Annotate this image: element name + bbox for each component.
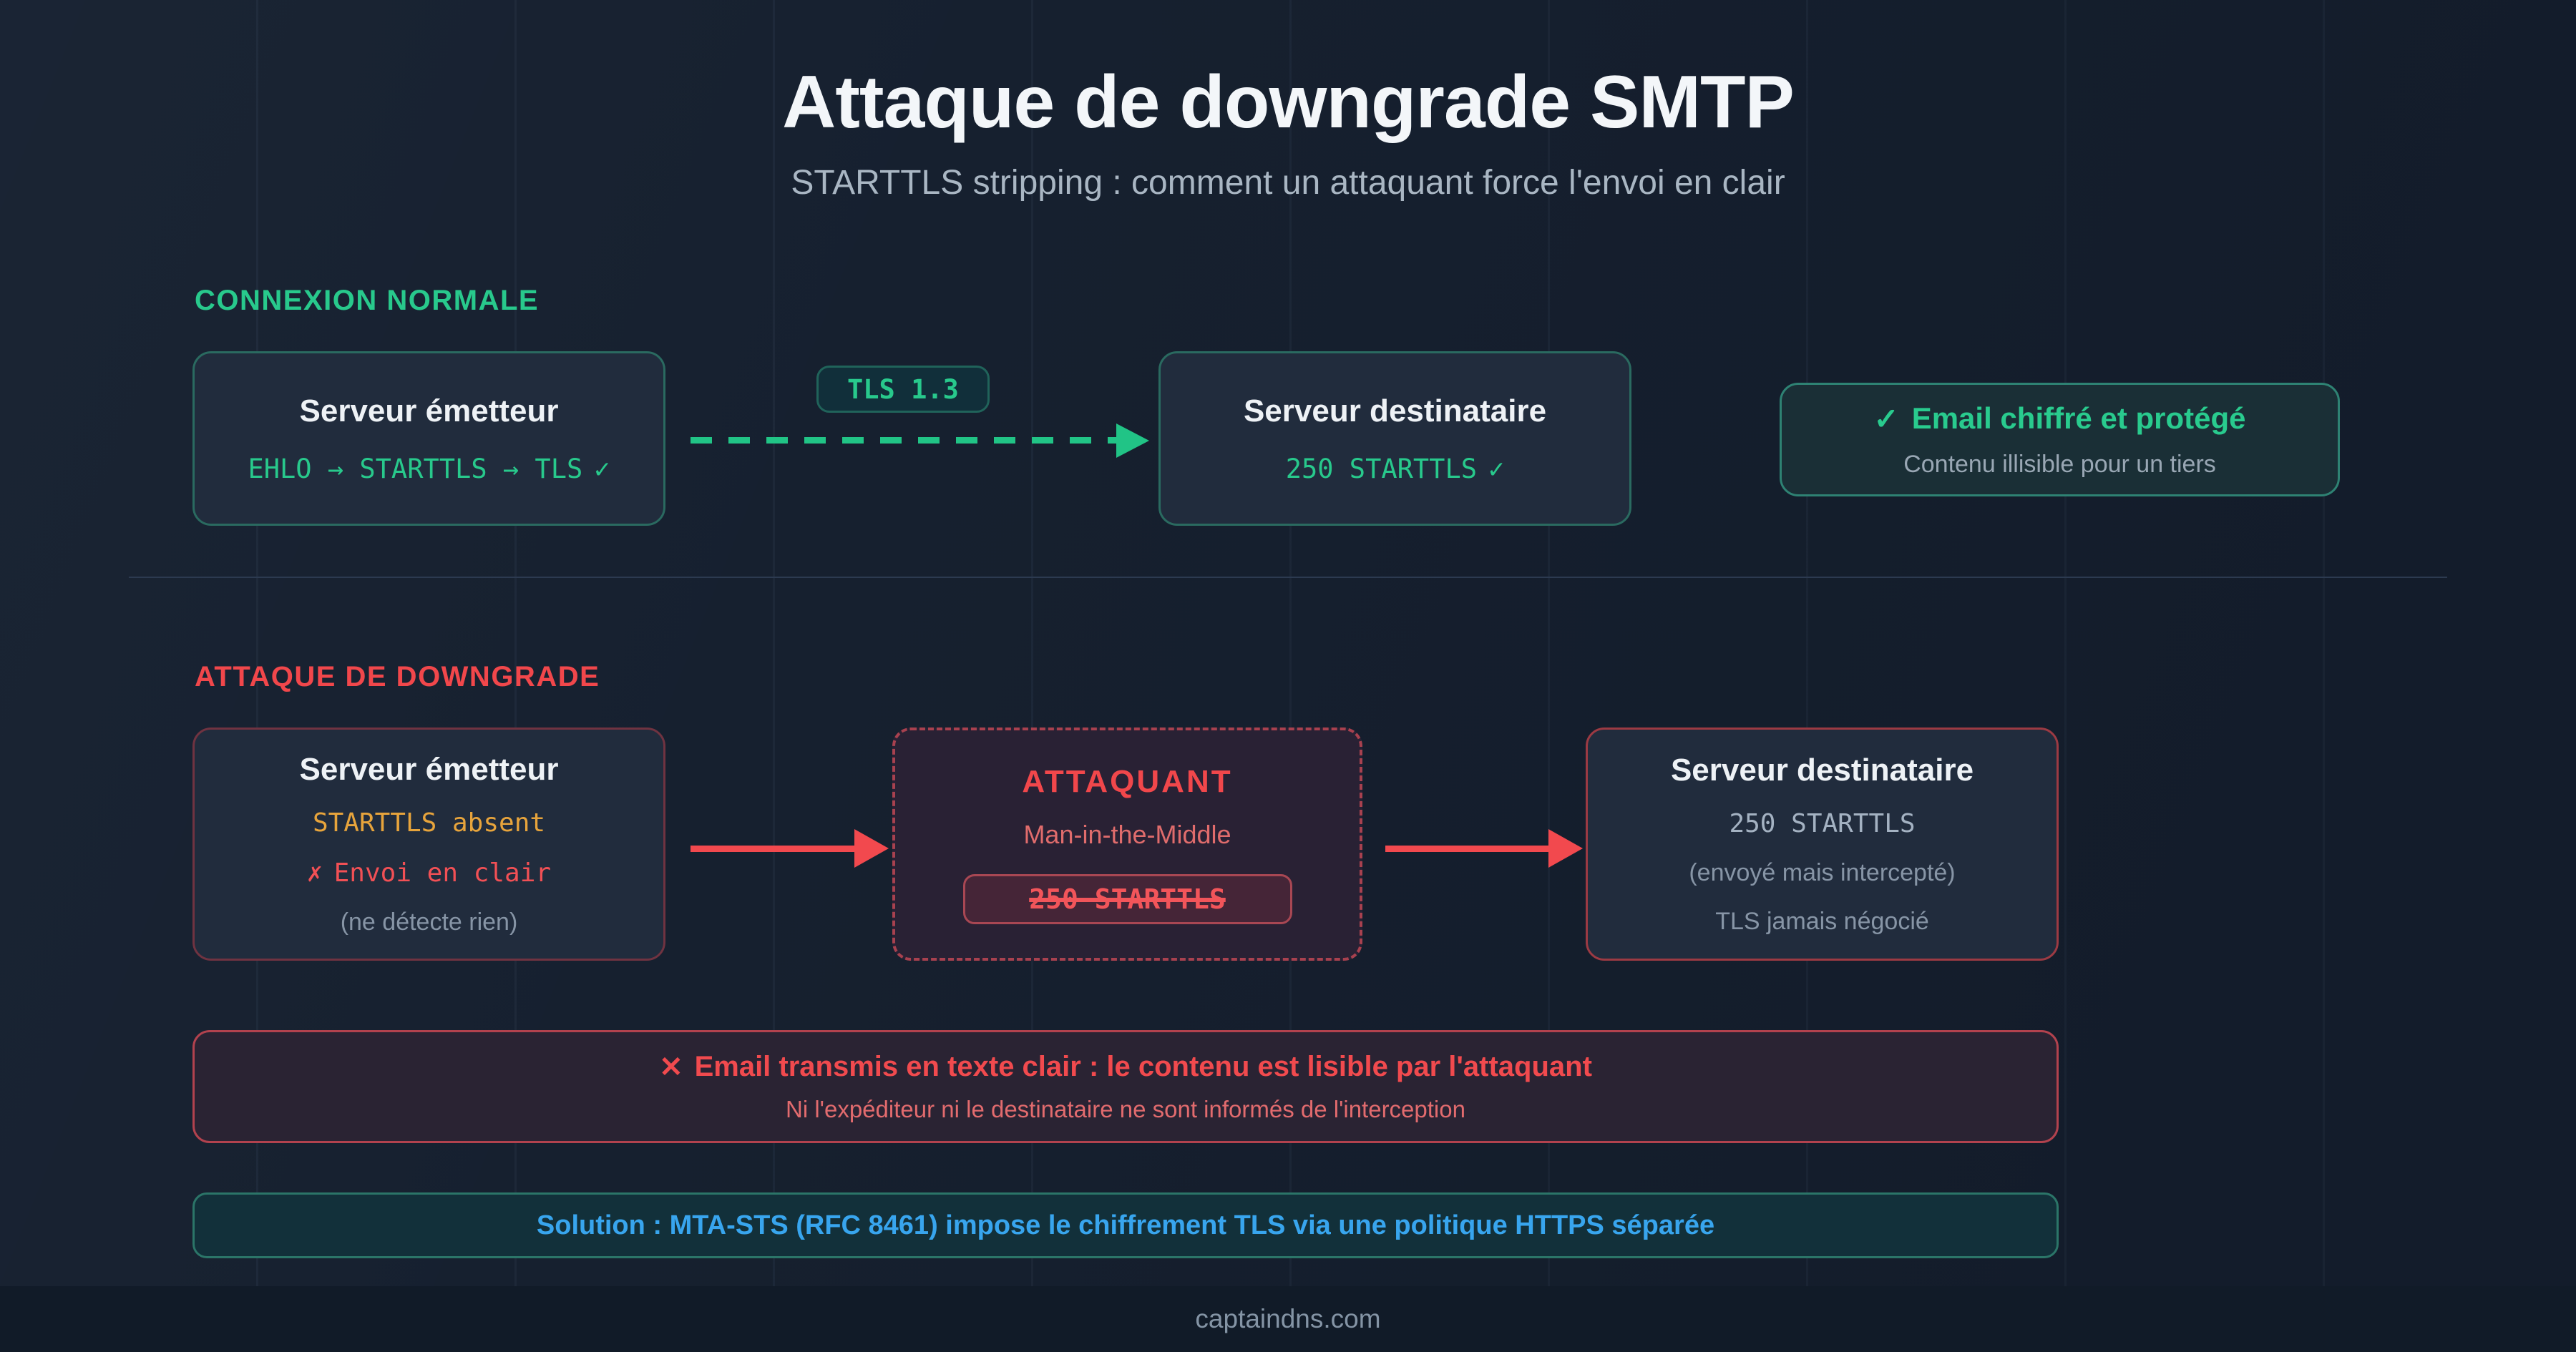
- section-label-attack: ATTAQUE DE DOWNGRADE: [195, 661, 600, 692]
- cleartext-warning-banner: ✕ Email transmis en texte clair : le con…: [192, 1030, 2059, 1143]
- status-title-text: Email chiffré et protégé: [1911, 401, 2246, 435]
- page-subtitle: STARTTLS stripping : comment un attaquan…: [791, 164, 1785, 202]
- check-icon: ✓: [594, 453, 610, 484]
- footer-bar: captaindns.com: [0, 1286, 2576, 1352]
- attack-sender-title: Serveur émetteur: [299, 752, 559, 787]
- attack-receiver-box: Serveur destinataire 250 STARTTLS (envoy…: [1586, 728, 2059, 961]
- check-icon: ✓: [1488, 453, 1505, 484]
- normal-sender-flow: EHLO → STARTTLS → TLS ✓: [248, 454, 610, 484]
- encrypted-status-subtitle: Contenu illisible pour un tiers: [1903, 450, 2216, 478]
- attack-arrow-1-head: [854, 829, 889, 868]
- section-label-normal: CONNEXION NORMALE: [195, 285, 540, 316]
- solution-text: Solution : MTA-STS (RFC 8461) impose le …: [536, 1210, 1715, 1240]
- attack-receiver-response: 250 STARTTLS: [1729, 809, 1916, 838]
- flow-text: EHLO → STARTTLS → TLS: [248, 453, 583, 484]
- attack-sender-starttls-absent: STARTTLS absent: [312, 808, 546, 838]
- attack-receiver-title: Serveur destinataire: [1670, 753, 1974, 788]
- response-text: 250 STARTTLS: [1285, 453, 1478, 484]
- footer-site: captaindns.com: [1195, 1304, 1381, 1333]
- normal-receiver-box: Serveur destinataire 250 STARTTLS ✓: [1158, 351, 1631, 526]
- warning-title: ✕ Email transmis en texte clair : le con…: [659, 1051, 1592, 1084]
- tls-dashed-arrow: [691, 437, 1118, 444]
- solution-banner: Solution : MTA-STS (RFC 8461) impose le …: [192, 1192, 2059, 1258]
- normal-sender-box: Serveur émetteur EHLO → STARTTLS → TLS ✓: [192, 351, 665, 526]
- section-divider: [129, 577, 2447, 578]
- clear-send-text: Envoi en clair: [333, 858, 552, 888]
- attack-receiver-note-1: (envoyé mais intercepté): [1689, 859, 1956, 886]
- attacker-title: ATTAQUANT: [1022, 764, 1233, 799]
- normal-receiver-title: Serveur destinataire: [1243, 393, 1547, 428]
- attack-sender-note: (ne détecte rien): [340, 908, 518, 936]
- cross-icon: ✕: [659, 1051, 683, 1083]
- attack-sender-box: Serveur émetteur STARTTLS absent ✗ Envoi…: [192, 728, 665, 961]
- stripped-starttls-badge: 250 STARTTLS: [962, 874, 1292, 924]
- check-icon: ✓: [1873, 401, 1899, 436]
- cross-icon: ✗: [306, 858, 323, 888]
- attack-sender-clear-send: ✗ Envoi en clair: [307, 858, 551, 888]
- attack-arrow-2: [1385, 846, 1550, 852]
- warning-subtitle: Ni l'expéditeur ni le destinataire ne so…: [786, 1095, 1465, 1122]
- encrypted-status-title: ✓ Email chiffré et protégé: [1874, 401, 2246, 436]
- attacker-box: ATTAQUANT Man-in-the-Middle 250 STARTTLS: [892, 728, 1362, 961]
- attack-receiver-note-2: TLS jamais négocié: [1715, 908, 1929, 935]
- attacker-subtitle: Man-in-the-Middle: [1023, 820, 1231, 849]
- normal-receiver-response: 250 STARTTLS ✓: [1286, 454, 1505, 484]
- encrypted-status-box: ✓ Email chiffré et protégé Contenu illis…: [1780, 383, 2340, 496]
- attack-arrow-2-head: [1548, 829, 1583, 868]
- page-title: Attaque de downgrade SMTP: [782, 61, 1795, 144]
- tls-version-badge: TLS 1.3: [816, 366, 990, 413]
- warning-title-text: Email transmis en texte clair : le conte…: [694, 1051, 1592, 1082]
- normal-sender-title: Serveur émetteur: [299, 393, 559, 428]
- tls-dashed-arrow-head: [1116, 423, 1149, 458]
- attack-arrow-1: [691, 846, 857, 852]
